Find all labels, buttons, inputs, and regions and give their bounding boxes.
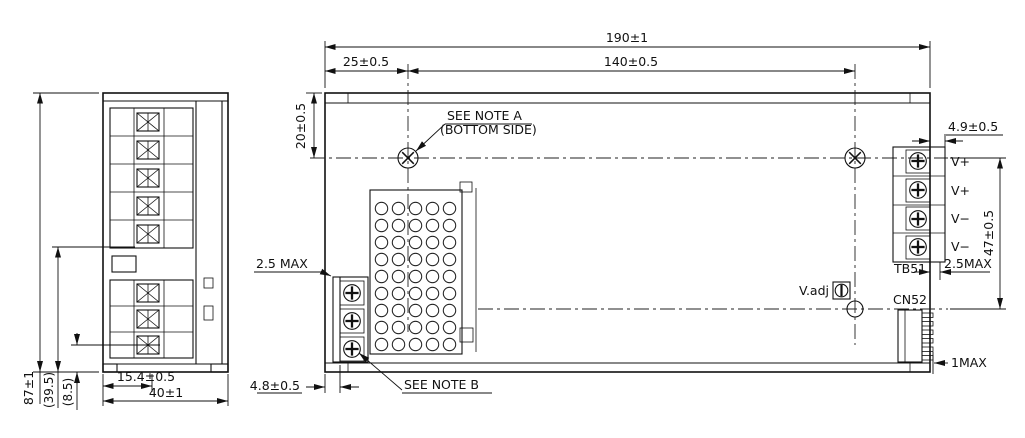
terminal-screw-side-7	[136, 309, 160, 329]
panel-tab-bottom	[459, 327, 474, 343]
plan-view-chassis	[324, 92, 931, 373]
input-terminal-screw-2	[342, 311, 362, 331]
dim-hole-pitch-y-text: 47±0.5	[981, 210, 996, 256]
terminal-label-1: V+	[951, 154, 970, 169]
case-marking-2	[203, 305, 214, 321]
dim-hole-pitch-x-text: 140±0.5	[604, 54, 658, 69]
terminal-label-2: V+	[951, 183, 970, 198]
tb51-label: TB51	[893, 261, 926, 276]
note-a-line2: (BOTTOM SIDE)	[440, 122, 537, 137]
vent-hole-panel	[369, 181, 477, 355]
dim-hole-offset-x: 25±0.5	[325, 54, 408, 74]
dim-bottom-protrusion: 4.8±0.5	[250, 365, 359, 394]
vadj-potentiometer: V.adj	[799, 281, 851, 300]
vent-holes-grid	[373, 200, 458, 353]
side-view	[102, 92, 229, 373]
terminal-stack-lower	[109, 279, 194, 359]
side-component	[111, 255, 137, 273]
case-marking-1	[203, 277, 214, 289]
dim-height-overall-text: 87±1	[21, 371, 36, 405]
dim-depth-overall: 40±1	[102, 374, 229, 406]
dim-ref-lower-text: (8.5)	[61, 378, 75, 406]
note-a: SEE NOTE A (BOTTOM SIDE)	[415, 108, 537, 152]
terminal-label-4: V−	[951, 239, 970, 254]
cn52-pin	[921, 338, 934, 344]
dim-cn-protrusion-text: 1MAX	[951, 355, 987, 370]
terminal-screw-side-6	[136, 283, 160, 303]
chassis-hole-bottom	[846, 300, 864, 318]
dim-depth-inner: 15.4±0.5	[102, 369, 175, 392]
dim-hole-offset-x-text: 25±0.5	[343, 54, 389, 69]
input-terminal-screw-1	[342, 283, 362, 303]
terminal-screw-side-2	[136, 140, 160, 160]
note-b-text: SEE NOTE B	[404, 377, 479, 392]
dim-hole-offset-y: 20±0.5	[293, 92, 322, 158]
dim-right-protrusion-text: 2.5MAX	[944, 256, 992, 271]
dim-ref-upper-text: (39.5)	[42, 372, 56, 408]
dim-hole-offset-y-text: 20±0.5	[293, 103, 308, 149]
cn52-pin	[921, 346, 934, 352]
plan-view-dimensions: 190±1 25±0.5 140±0.5 20±0.5 47±0.5 4.9±0…	[250, 30, 1006, 394]
dim-hole-pitch-y: 47±0.5	[950, 157, 1006, 310]
dim-left-protrusion: 2.5 MAX	[254, 256, 332, 277]
terminal-screw-side-3	[136, 168, 160, 188]
center-lines	[310, 64, 948, 345]
mounting-foot-left	[102, 363, 118, 373]
dim-width-overall-text: 190±1	[606, 30, 648, 45]
terminal-screw-side-4	[136, 196, 160, 216]
dim-bottom-protrusion-text: 4.8±0.5	[250, 378, 300, 393]
cn52-pin	[921, 329, 934, 335]
dim-width-overall: 190±1	[325, 30, 930, 50]
dim-ref-upper: (39.5)	[42, 247, 61, 408]
dim-hole-pitch-x: 140±0.5	[408, 54, 855, 74]
cn52-label: CN52	[893, 292, 927, 307]
connector-cn52: CN52	[893, 292, 934, 363]
dim-left-protrusion-text: 2.5 MAX	[256, 256, 308, 271]
output-terminal-screw-1	[908, 151, 928, 171]
input-terminal-screw-3	[342, 339, 362, 359]
terminal-stack-upper	[109, 107, 194, 249]
output-terminal-screw-2	[908, 180, 928, 200]
output-terminal-screw-3	[908, 209, 928, 229]
mounting-foot-right	[210, 363, 229, 373]
dim-right-protrusion: 2.5MAX	[914, 256, 992, 280]
dim-tb-protrusion-text: 4.9±0.5	[948, 119, 998, 134]
side-view-dimensions: 87±1 (39.5) (8.5) 15.4±0.5 40±1	[21, 92, 229, 410]
dim-cn-protrusion: 1MAX	[932, 352, 987, 374]
note-a-line1: SEE NOTE A	[447, 108, 522, 123]
dim-height-overall: 87±1	[21, 93, 43, 405]
output-terminal-block-tb51: V+ V+ V− V−	[892, 146, 970, 263]
terminal-screw-side-5	[136, 224, 160, 244]
dim-ref-lower: (8.5)	[61, 333, 80, 410]
input-terminal-block	[332, 276, 369, 363]
cn52-pin	[921, 355, 934, 361]
output-terminal-screw-4	[908, 237, 928, 257]
panel-tab-top	[459, 181, 473, 193]
dim-tb-protrusion: 4.9±0.5	[912, 119, 1003, 147]
vadj-label: V.adj	[799, 283, 829, 298]
dim-depth-overall-text: 40±1	[149, 385, 183, 400]
dim-depth-inner-text: 15.4±0.5	[117, 369, 175, 384]
note-b: SEE NOTE B	[358, 352, 492, 394]
terminal-screw-side-1	[136, 112, 160, 132]
terminal-label-3: V−	[951, 211, 970, 226]
cn52-pin	[921, 312, 934, 318]
cn52-pin	[921, 321, 934, 327]
